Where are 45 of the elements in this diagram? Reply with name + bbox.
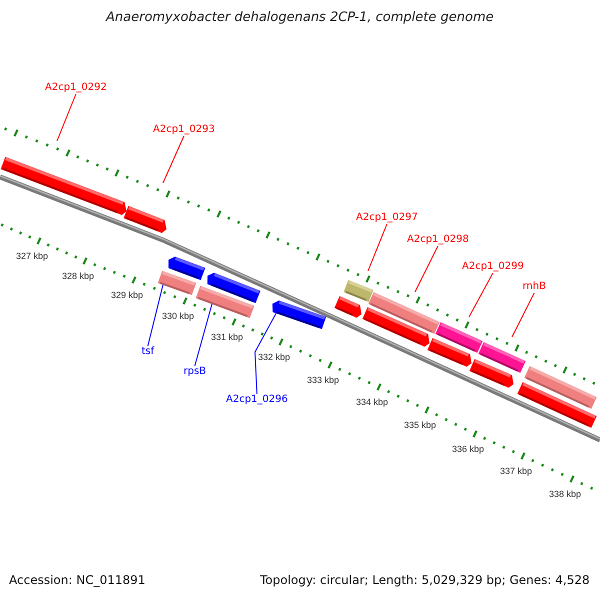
scale-label: 330 kbp (162, 310, 194, 322)
gene-label: A2cp1_0297 (356, 212, 418, 224)
scale-label: 334 kbp (356, 396, 388, 408)
gene-label: A2cp1_0298 (407, 234, 469, 246)
genome-stats-text: Topology: circular; Length: 5,029,329 bp; Genes: 4,528 (260, 573, 590, 588)
scale-label: 331 kbp (211, 332, 244, 342)
leader-line (162, 136, 184, 184)
leader-line (512, 292, 535, 338)
scale-label: 329 kbp (111, 290, 144, 300)
accession-text: Accession: NC_011891 (9, 573, 146, 588)
gene-label: tsf (142, 346, 154, 358)
leader-line (194, 303, 212, 366)
scale-label: 333 kbp (307, 374, 340, 386)
scale-label: 335 kbp (404, 420, 436, 430)
gene-feature (469, 359, 514, 388)
gene-feature (158, 270, 196, 296)
leader-line (368, 224, 388, 272)
gene-label: A2cp1_0292 (45, 82, 107, 94)
scale-label: 338 kbp (549, 488, 582, 500)
gene-feature (344, 280, 374, 302)
scale-label: 336 kbp (452, 444, 484, 454)
scale-label: 328 kbp (62, 270, 94, 282)
gene-feature (124, 206, 166, 233)
gene-label: A2cp1_0299 (462, 261, 524, 273)
leader-line (414, 246, 438, 292)
scale-label: 337 kbp (500, 466, 532, 476)
leader-line (147, 284, 164, 346)
leader-line (468, 272, 494, 318)
leader-line (254, 312, 277, 394)
gene-feature (168, 256, 206, 280)
gene-feature (517, 382, 597, 428)
gene-label: A2cp1_0293 (153, 124, 215, 136)
gene-feature (427, 338, 472, 367)
gene-label: rnhB (522, 281, 546, 293)
diagram-title: Anaeromyxobacter dehalogenans 2CP-1, complete genome (106, 10, 494, 26)
gene-feature (272, 300, 326, 330)
gene-feature (334, 296, 362, 318)
scale-label: 332 kbp (258, 352, 290, 362)
gene-label: A2cp1_0296 (226, 394, 288, 406)
leader-line (56, 94, 76, 142)
gene-label: rpsB (184, 366, 206, 378)
gene-feature (362, 307, 430, 347)
scale-label: 327 kbp (16, 250, 48, 262)
gene-feature (0, 156, 126, 215)
gene-feature (196, 286, 254, 318)
